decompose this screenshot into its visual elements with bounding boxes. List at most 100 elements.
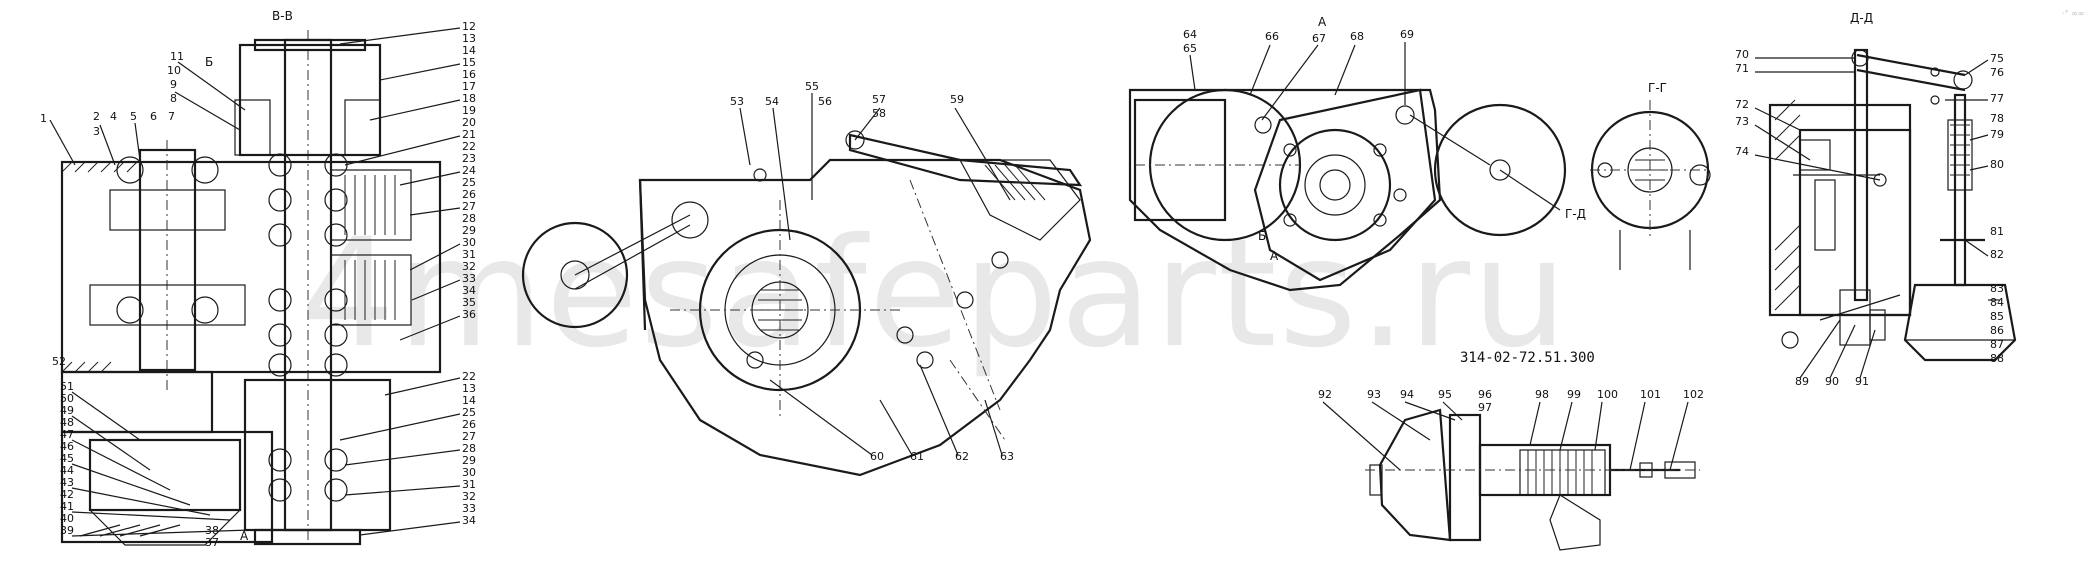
callout: 36 <box>462 308 476 321</box>
callout: 9 <box>170 78 177 91</box>
callout: 78 <box>1990 112 2004 125</box>
callout: 33 <box>462 272 476 285</box>
callouts-view-dd-bottom: 89 90 91 <box>1795 375 1869 388</box>
callout: 41 <box>60 500 74 513</box>
callout: 60 <box>870 450 884 463</box>
view-label-b: Б <box>1258 229 1266 243</box>
callout: 39 <box>60 524 74 537</box>
callout: 3 <box>93 125 100 138</box>
callout: 63 <box>1000 450 1014 463</box>
callout: 89 <box>1795 375 1809 388</box>
callout: 17 <box>462 80 476 93</box>
callout: 31 <box>462 248 476 261</box>
callout: 98 <box>1535 388 1549 401</box>
view-a: А Б А <box>1128 15 1567 292</box>
corner-mark: ·° ∞∞ <box>2062 9 2084 18</box>
callout: 54 <box>765 95 779 108</box>
callout: 38 <box>205 524 219 537</box>
middle-view <box>521 130 1092 477</box>
callout: 48 <box>60 416 74 429</box>
callout: 67 <box>1312 32 1326 45</box>
callouts-right-stack-lower: 22 13 14 25 26 27 28 29 30 31 32 33 34 <box>462 370 476 527</box>
callout: 30 <box>462 236 476 249</box>
callout: 28 <box>462 442 476 455</box>
arrow-label-b: Б <box>205 55 213 69</box>
callout: 15 <box>462 56 476 69</box>
callout: 32 <box>462 260 476 273</box>
callout: 19 <box>462 104 476 117</box>
callout: 94 <box>1400 388 1414 401</box>
callout: 44 <box>60 464 74 477</box>
section-label-bb: В-В <box>272 9 293 23</box>
callout: 88 <box>1990 352 2004 365</box>
callout: 52 <box>52 355 66 368</box>
callout: 65 <box>1183 42 1197 55</box>
callout: 58 <box>872 107 886 120</box>
callout: 53 <box>730 95 744 108</box>
callout: 22 <box>462 370 476 383</box>
leader-lines-bottom-assembly <box>1322 401 1689 471</box>
document-number: 314-02-72.51.300 <box>1460 350 1595 366</box>
callouts-view-a: 64 65 66 67 68 69 <box>1183 28 1414 55</box>
bottom-actuator-view: 314-02-72.51.300 <box>1365 350 1700 551</box>
callout: 43 <box>60 476 74 489</box>
callout: 101 <box>1640 388 1661 401</box>
section-label-gg: Г-Г <box>1648 81 1667 95</box>
callout: 34 <box>462 284 476 297</box>
callout: 102 <box>1683 388 1704 401</box>
callout: 20 <box>462 116 476 129</box>
callout: 25 <box>462 406 476 419</box>
callout: 8 <box>170 92 177 105</box>
view-label-a2: А <box>1270 249 1279 263</box>
callout: 28 <box>462 212 476 225</box>
callouts-left-side: 1 2 3 4 5 6 7 8 9 10 11 <box>40 50 184 138</box>
callout: 55 <box>805 80 819 93</box>
callout: 76 <box>1990 66 2004 79</box>
arrow-label-a: А <box>240 529 249 543</box>
callout: 29 <box>462 224 476 237</box>
callout: 50 <box>60 392 74 405</box>
leader-lines-view-dd <box>1754 57 2000 379</box>
callout: 7 <box>168 110 175 123</box>
callout: 14 <box>462 44 476 57</box>
callout: 80 <box>1990 158 2004 171</box>
callout: 2 <box>93 110 100 123</box>
callout: 92 <box>1318 388 1332 401</box>
callouts-middle-bottom: 60 61 62 63 <box>870 450 1014 463</box>
callout: 4 <box>110 110 117 123</box>
callouts-left-bottom: 52 51 50 49 48 47 46 45 44 43 42 41 40 3… <box>52 355 219 549</box>
callout: 84 <box>1990 296 2004 309</box>
callout: 26 <box>462 418 476 431</box>
callout: 18 <box>462 92 476 105</box>
watermark: 4mesafeparts.ru <box>300 207 1569 381</box>
section-bb-view: В-В Б А <box>60 9 442 546</box>
section-label-dd: Д-Д <box>1850 11 1873 25</box>
callout: 27 <box>462 200 476 213</box>
callout: 26 <box>462 188 476 201</box>
callout: 90 <box>1825 375 1839 388</box>
callout: 23 <box>462 152 476 165</box>
callout: 24 <box>462 164 476 177</box>
callout: 25 <box>462 176 476 189</box>
callout: 96 <box>1478 388 1492 401</box>
callout: 30 <box>462 466 476 479</box>
callout: 91 <box>1855 375 1869 388</box>
callout: 27 <box>462 430 476 443</box>
leader-lines-left <box>49 61 246 166</box>
leader-lines-left-bottom <box>71 391 251 537</box>
callout: 31 <box>462 478 476 491</box>
callout: 14 <box>462 394 476 407</box>
callout: 6 <box>150 110 157 123</box>
leader-lines-view-a <box>1189 42 1406 121</box>
callout: 47 <box>60 428 74 441</box>
callout: 21 <box>462 128 476 141</box>
callout: 68 <box>1350 30 1364 43</box>
callout: 100 <box>1597 388 1618 401</box>
leader-lines-right-stack <box>339 27 461 536</box>
callout: 59 <box>950 93 964 106</box>
callout: 1 <box>40 112 47 125</box>
callouts-right-stack: 12 13 14 15 16 17 18 19 20 21 22 23 24 2… <box>462 20 476 321</box>
callout: 66 <box>1265 30 1279 43</box>
callout: 97 <box>1478 401 1492 414</box>
